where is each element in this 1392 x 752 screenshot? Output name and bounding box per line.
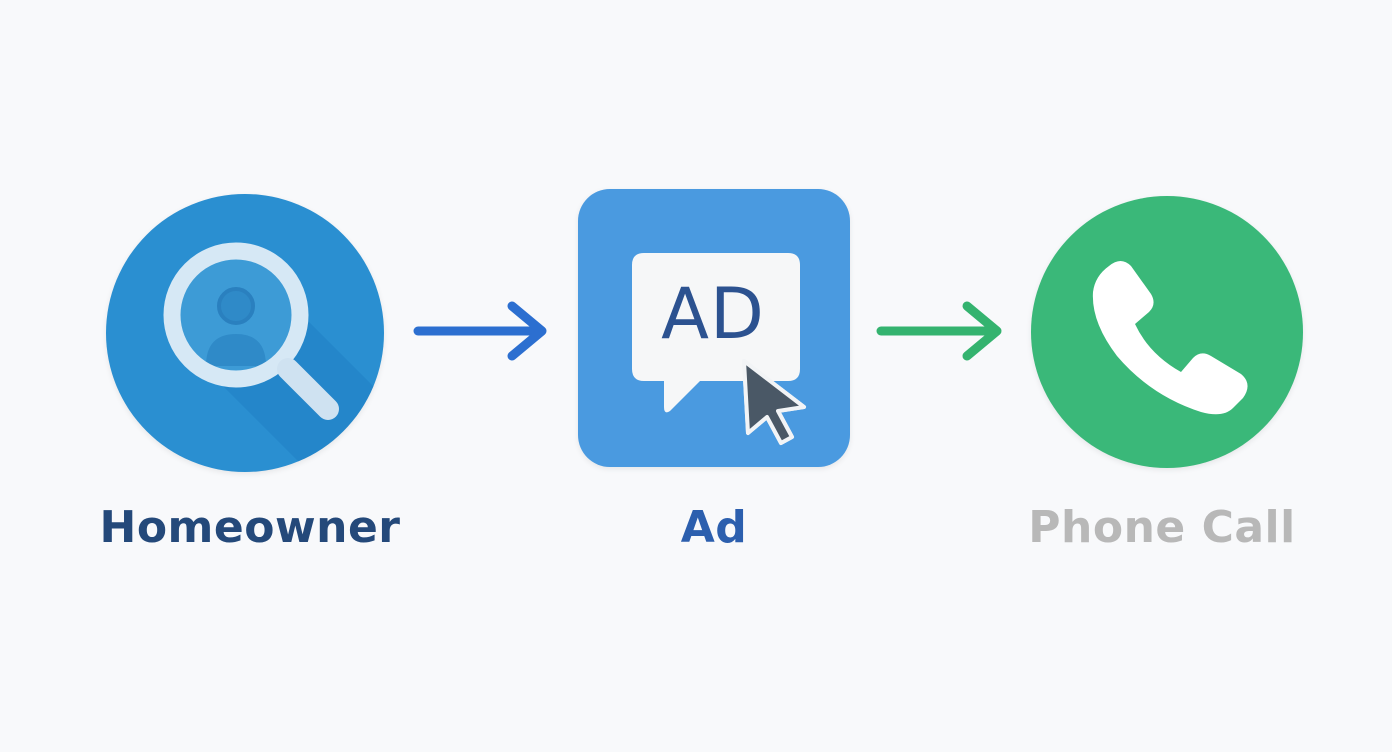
homeowner-node [106, 194, 384, 472]
ad-node: AD [578, 189, 850, 467]
ad-label: Ad [680, 502, 748, 553]
ad-badge-text: AD [661, 273, 765, 355]
arrow-right-icon [413, 301, 547, 361]
phone-call-label: Phone Call [1028, 502, 1296, 553]
phone-call-node [1031, 196, 1303, 468]
arrow-right-icon [876, 301, 1002, 361]
homeowner-label: Homeowner [99, 502, 401, 553]
search-person-icon [163, 242, 384, 472]
phone-icon [1092, 261, 1248, 415]
cursor-icon [742, 359, 806, 445]
